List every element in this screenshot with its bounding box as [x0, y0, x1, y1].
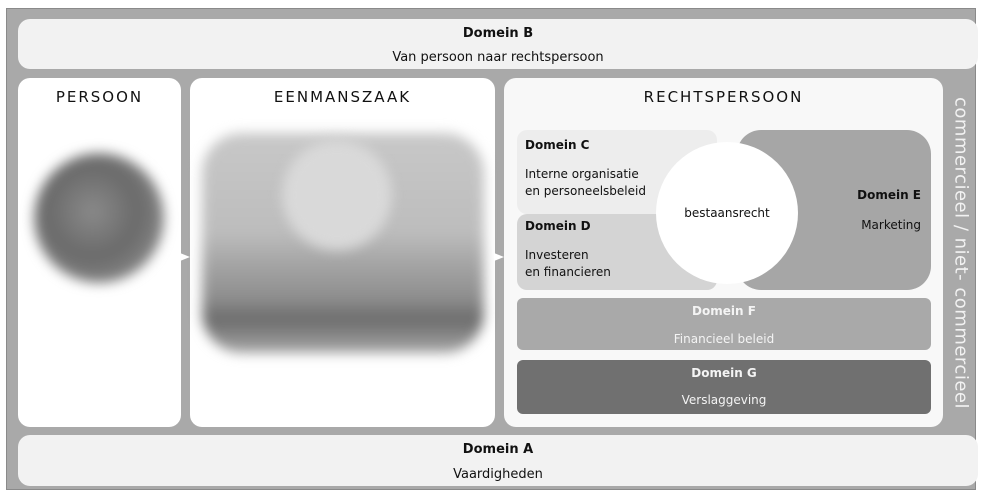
persoon-image	[34, 153, 164, 283]
domein-g-title: Domein G	[691, 366, 757, 380]
domein-c-line1: Interne organisatie	[525, 167, 639, 181]
domein-a-title: Domein A	[462, 442, 534, 457]
domein-f-box: Domein F Financieel beleid	[517, 298, 931, 350]
domein-b-title: Domein B	[462, 26, 534, 41]
domein-d-line2: en financieren	[525, 265, 611, 279]
arrow-eenmanszaak-rechtspersoon	[494, 253, 504, 261]
domein-c-title: Domein C	[525, 138, 590, 152]
eenmanszaak-circle	[282, 140, 392, 250]
domein-e-subtitle: Marketing	[861, 218, 921, 232]
rechtspersoon-panel: RECHTSPERSOON Domein C Interne organisat…	[504, 78, 943, 427]
domein-g-subtitle: Verslaggeving	[681, 393, 767, 407]
eenmanszaak-panel: EENMANSZAAK	[190, 78, 495, 427]
eenmanszaak-title: EENMANSZAAK	[273, 88, 412, 106]
domein-a-band: Domein A Vaardigheden	[18, 435, 978, 486]
persoon-panel: PERSOON	[18, 78, 181, 427]
domein-d-line1: Investeren	[525, 248, 589, 262]
domein-d-title: Domein D	[525, 219, 591, 233]
rechtspersoon-title: RECHTSPERSOON	[643, 88, 804, 106]
domein-e-title: Domein E	[857, 188, 921, 202]
arrow-persoon-eenmanszaak	[180, 253, 190, 261]
domein-b-band: Domein B Van persoon naar rechtspersoon	[18, 19, 978, 69]
persoon-title: PERSOON	[55, 88, 144, 106]
domein-g-box: Domein G Verslaggeving	[517, 360, 931, 414]
domein-a-subtitle: Vaardigheden	[453, 467, 543, 482]
bestaansrecht-circle: bestaansrecht	[656, 142, 798, 284]
domein-b-subtitle: Van persoon naar rechtspersoon	[392, 50, 604, 65]
domein-f-subtitle: Financieel beleid	[673, 332, 775, 346]
domein-c-line2: en personeelsbeleid	[525, 184, 646, 198]
domein-f-title: Domein F	[692, 304, 756, 318]
commercieel-side-label: commercieel / niet- commercieel	[950, 96, 972, 409]
